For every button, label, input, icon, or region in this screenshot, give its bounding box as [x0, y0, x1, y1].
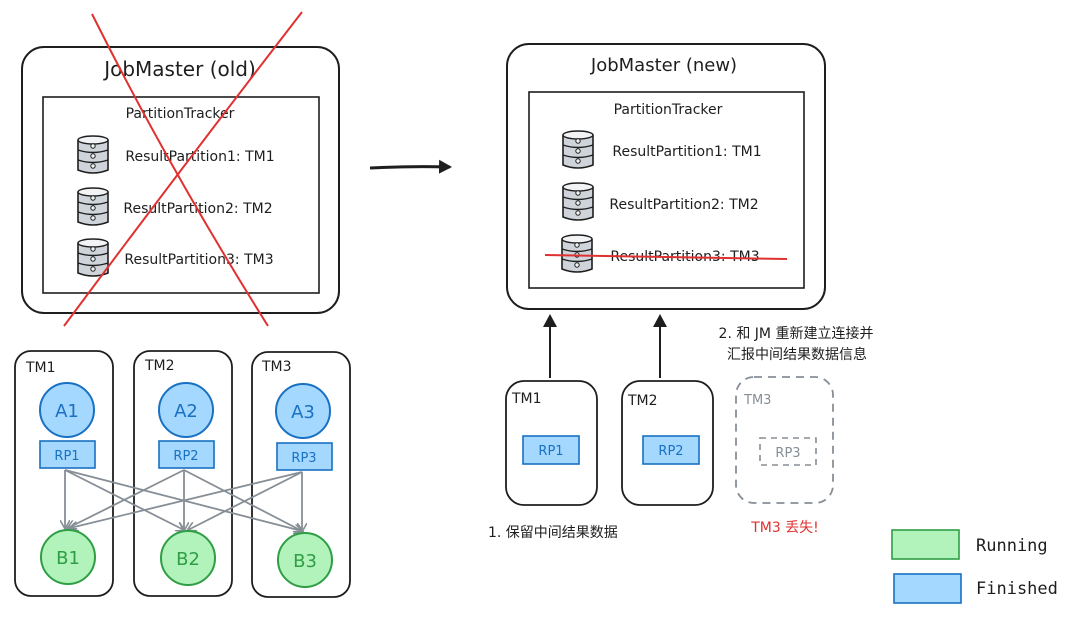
- new-jobmaster-title: JobMaster (new): [590, 55, 737, 76]
- old-taskmanagers: TM1 TM2 TM3 A1 A2 A3 RP1 RP2 RP3: [14, 350, 351, 598]
- edge-rp3-b2: [188, 471, 303, 530]
- legend-label-running: Running: [976, 536, 1048, 556]
- task-node-b3: [277, 532, 333, 588]
- new-jobmaster: JobMaster (new) PartitionTracker ResultP…: [506, 43, 826, 310]
- task-node-a3: [275, 383, 331, 439]
- task-label: A2: [174, 401, 198, 422]
- task-node-a1: [39, 382, 95, 438]
- task-label: B1: [56, 548, 80, 569]
- lost-tm3-frame: [735, 376, 834, 504]
- strikethrough-line: [544, 254, 788, 260]
- edge-rp3-b1: [70, 471, 303, 528]
- old-jobmaster: JobMaster (old) PartitionTracker ResultP…: [21, 11, 340, 327]
- step2-annotation-line2: 汇报中间结果数据信息: [727, 346, 867, 363]
- step1-annotation: 1. 保留中间结果数据: [488, 525, 618, 541]
- old-partition-tracker: [42, 96, 320, 294]
- old-partition-row: ResultPartition3: TM3: [124, 252, 273, 268]
- step2-annotation-line1: 2. 和 JM 重新建立连接并: [719, 325, 874, 342]
- database-icon: [77, 135, 109, 174]
- result-partition-rp2: [642, 435, 700, 465]
- rp-label: RP1: [54, 449, 79, 464]
- new-tm1-frame: [505, 380, 598, 506]
- result-partition-rp3: [276, 442, 333, 471]
- lost-result-partition-rp3: [759, 437, 817, 466]
- result-partition-rp1: [39, 440, 96, 469]
- old-jobmaster-frame: [21, 46, 340, 314]
- new-partition-row: ResultPartition2: TM2: [609, 197, 758, 213]
- rp-label: RP3: [775, 446, 800, 461]
- new-partition-row: ResultPartition1: TM1: [612, 144, 761, 160]
- task-label: B3: [293, 551, 317, 572]
- old-tm1-frame: [14, 350, 114, 597]
- legend-label-finished: Finished: [976, 579, 1058, 599]
- legend: Running Finished: [891, 529, 1058, 604]
- database-icon: [77, 238, 109, 277]
- new-taskmanagers: TM1 RP1 TM2 RP2 TM3 RP3: [505, 376, 834, 506]
- database-icon: [77, 187, 109, 226]
- rp-label: RP3: [291, 451, 316, 466]
- old-partition-row: ResultPartition1: TM1: [125, 149, 274, 165]
- crossed-out-mark: [63, 11, 303, 327]
- lost-tm-label: TM3: [743, 393, 771, 408]
- task-label: A1: [55, 401, 79, 422]
- rp-label: RP1: [538, 444, 563, 459]
- new-tm-label: TM2: [627, 393, 658, 409]
- rp-label: RP2: [173, 449, 198, 464]
- tm3-lost-annotation: TM3 丢失!: [750, 520, 819, 536]
- old-tm-label: TM2: [144, 358, 175, 374]
- task-label: A3: [291, 402, 315, 423]
- new-jobmaster-frame: [506, 43, 826, 310]
- old-tm2-frame: [133, 350, 233, 597]
- old-tracker-title: PartitionTracker: [126, 106, 235, 122]
- old-tm-label: TM1: [25, 360, 56, 376]
- new-tm-label: TM1: [511, 391, 542, 407]
- edge-rp2-b1: [68, 469, 185, 528]
- task-label: B2: [176, 549, 200, 570]
- old-tm3-frame: [251, 351, 351, 598]
- legend-swatch-running: [891, 529, 960, 560]
- old-jobmaster-title: JobMaster (old): [102, 57, 256, 81]
- database-icon: [562, 182, 594, 221]
- database-icon: [561, 234, 593, 273]
- new-tm2-frame: [621, 380, 714, 506]
- old-tm-label: TM3: [261, 359, 292, 375]
- rp-label: RP2: [658, 444, 683, 459]
- task-node-a2: [158, 382, 214, 438]
- new-tracker-title: PartitionTracker: [614, 102, 723, 118]
- task-node-b1: [40, 529, 96, 585]
- edge-rp2-b3: [183, 469, 302, 531]
- task-node-b2: [160, 530, 216, 586]
- legend-swatch-finished: [893, 573, 962, 604]
- result-partition-rp2: [158, 440, 215, 469]
- shuffle-edges: [65, 469, 303, 531]
- transition-arrow: [369, 159, 452, 174]
- database-icon: [562, 130, 594, 169]
- new-partition-tracker: [528, 91, 805, 289]
- result-partition-rp1: [522, 435, 580, 465]
